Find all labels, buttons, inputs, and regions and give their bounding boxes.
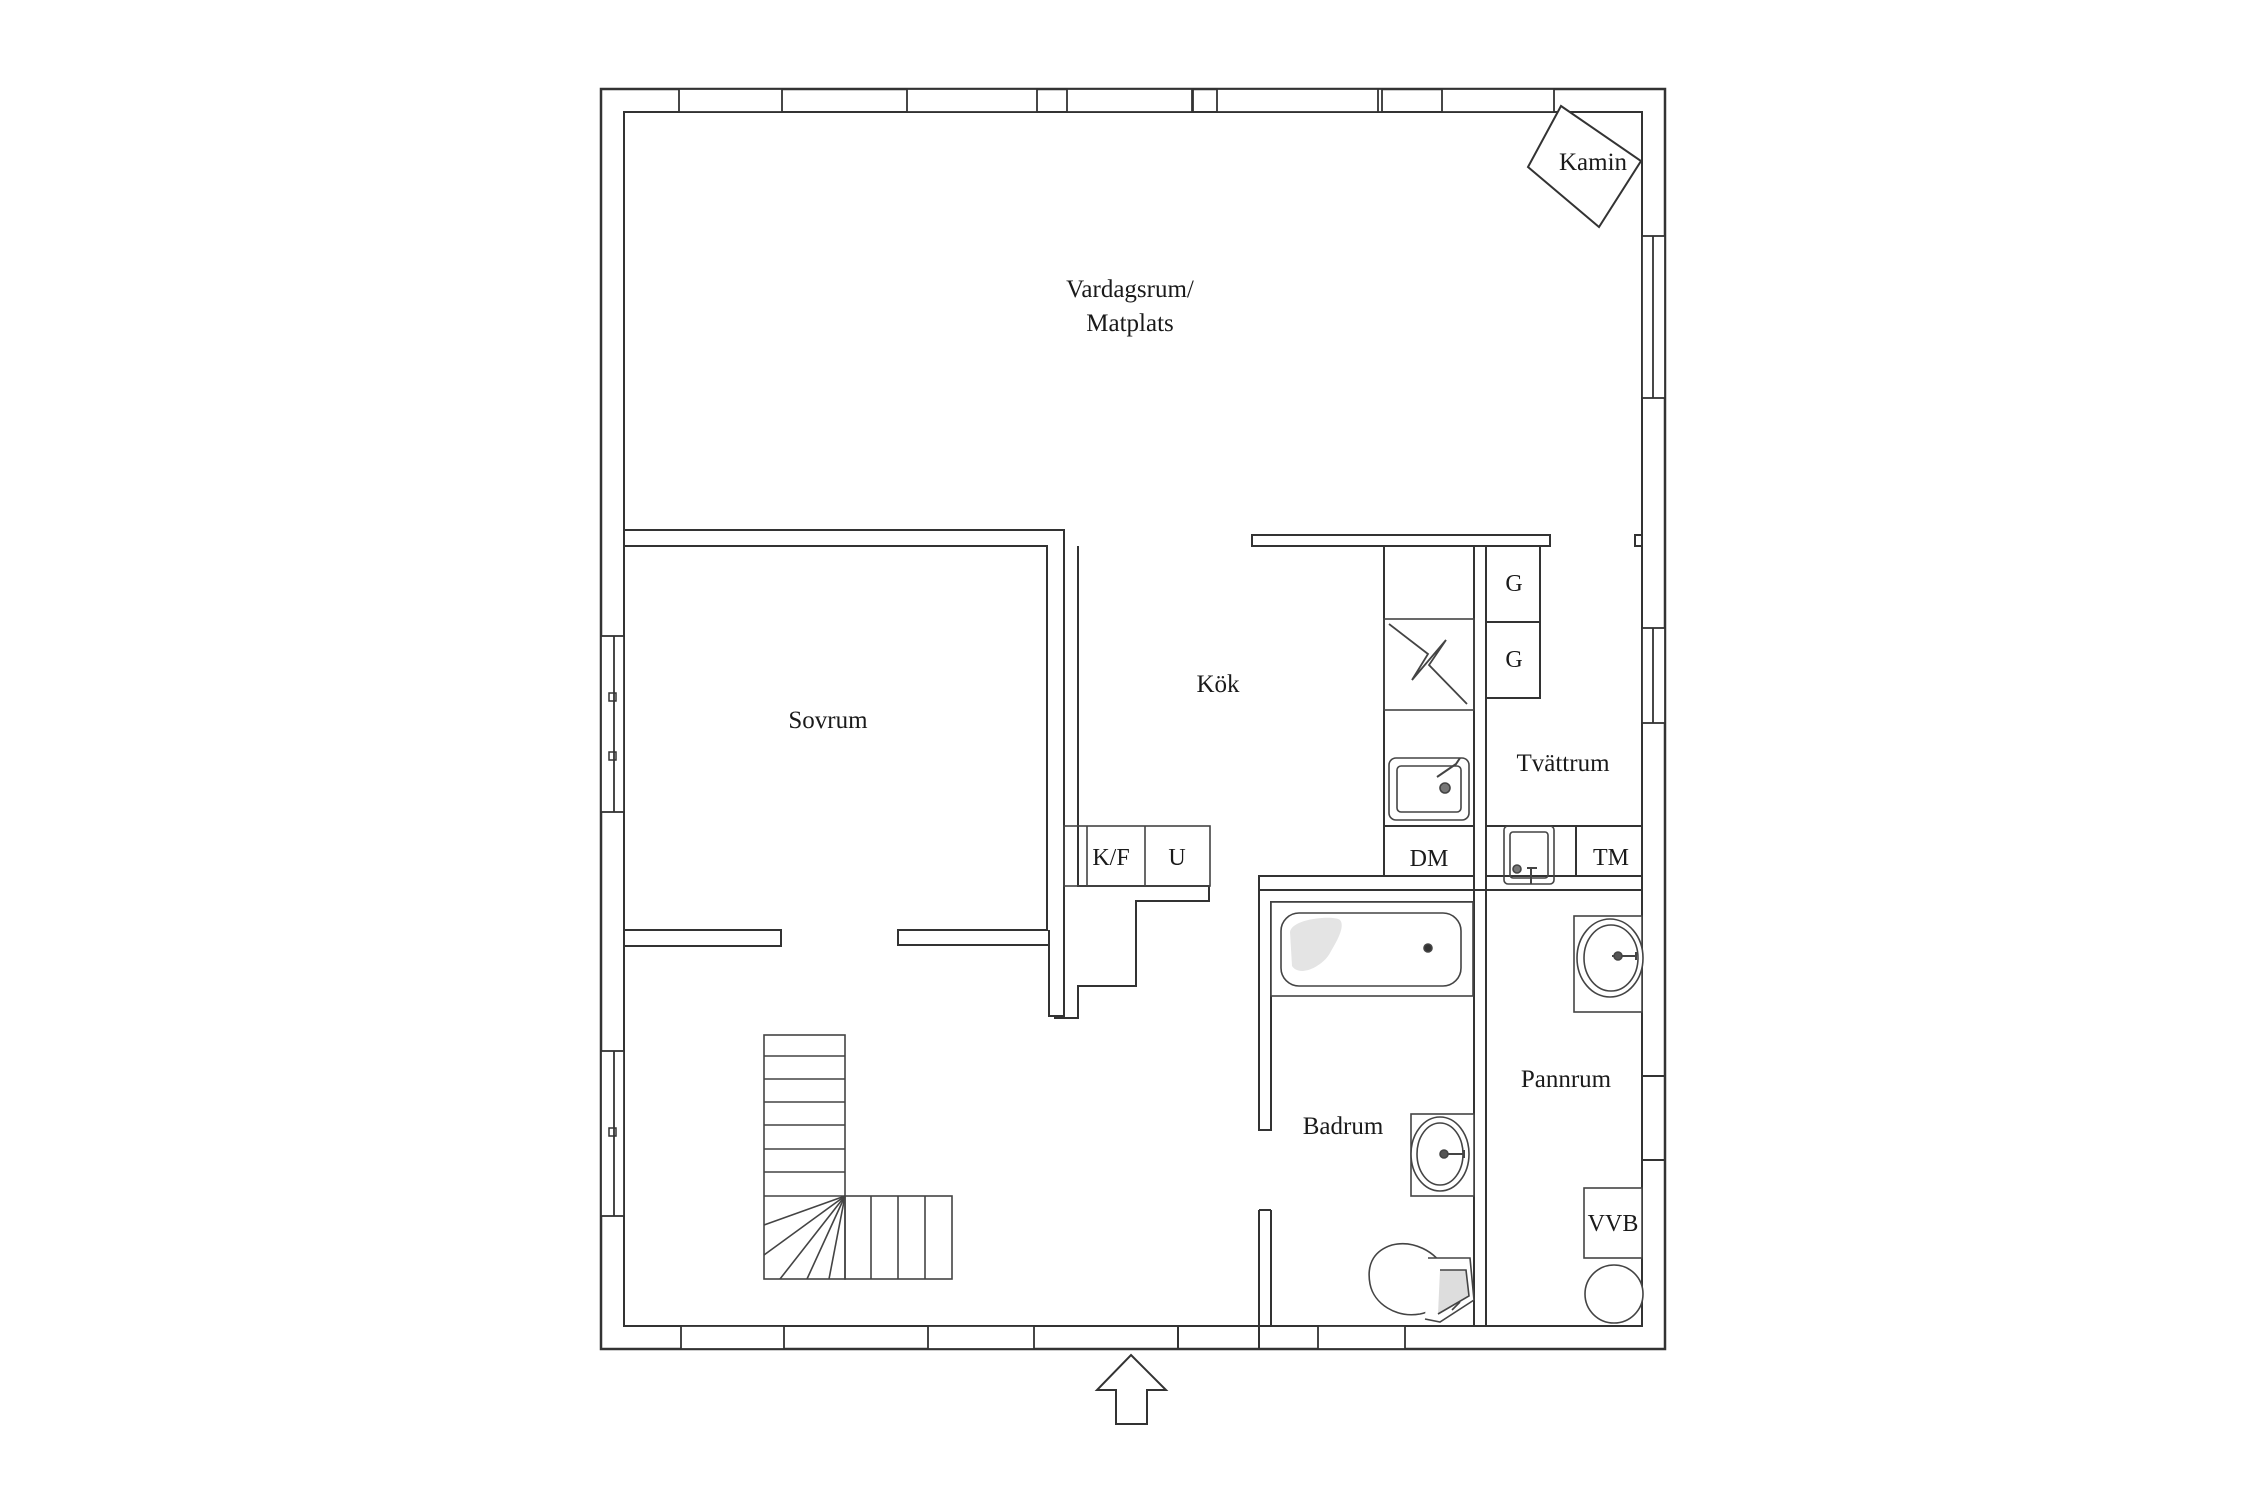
stove-icon	[1383, 618, 1475, 711]
kitchen-fixtures	[1063, 618, 1555, 887]
kitchen-column	[1383, 546, 1475, 877]
toilet-icon	[1368, 1243, 1475, 1323]
room-label-dining: Matplats	[1086, 310, 1174, 337]
window	[927, 1325, 1035, 1350]
arrow-up-icon	[1094, 1353, 1169, 1425]
bathroom-walls	[1258, 890, 1475, 1326]
window	[678, 88, 783, 113]
water-heater-label: VVB	[1588, 1211, 1639, 1237]
boiler-tank-icon	[1584, 1264, 1644, 1324]
stair-wall	[1048, 930, 1064, 1017]
window	[1216, 88, 1383, 113]
stairs-icon	[763, 1034, 953, 1280]
cabinet-label-top: G	[1505, 571, 1522, 597]
bathroom-door	[1258, 1209, 1272, 1349]
kitchen-top-wall	[1251, 534, 1551, 547]
right-wall-detail	[1634, 534, 1665, 1161]
window	[1066, 88, 1194, 113]
window	[906, 88, 1038, 113]
bathroom-fixtures	[1270, 901, 1644, 1324]
fireplace-label: Kamin	[1559, 149, 1628, 176]
room-label-bathroom: Badrum	[1303, 1113, 1384, 1140]
room-label-bedroom: Sovrum	[788, 707, 868, 734]
window	[1317, 1325, 1406, 1350]
stove-lightning	[1388, 623, 1468, 705]
window	[680, 1325, 785, 1350]
room-label-boiler: Pannrum	[1521, 1066, 1612, 1093]
room-label-laundry: Tvättrum	[1516, 750, 1610, 777]
bedroom-right-wall	[1046, 529, 1064, 930]
counter-walls	[1258, 825, 1642, 902]
dishwasher-label: DM	[1410, 846, 1449, 872]
washer-label: TM	[1593, 845, 1629, 871]
kitchen-wall	[1064, 546, 1210, 1019]
room-label-kitchen: Kök	[1196, 671, 1240, 698]
window	[600, 635, 625, 813]
window	[1441, 88, 1555, 113]
bedroom-walls	[624, 545, 1048, 947]
fireplace-icon	[1526, 104, 1643, 229]
window-handles	[608, 692, 617, 1137]
fridge-cabinet	[1063, 825, 1211, 887]
window-mullions	[613, 89, 1654, 1216]
cabinet-label-bottom: G	[1505, 647, 1522, 673]
kitchen-sink-icon	[1388, 757, 1470, 821]
water-heater-box	[1583, 1187, 1643, 1259]
room-label-living: Vardagsrum/	[1066, 276, 1194, 303]
oven-label: U	[1168, 845, 1185, 871]
fridge-freezer-label: K/F	[1092, 845, 1129, 871]
laundry-sink-icon	[1503, 825, 1555, 885]
